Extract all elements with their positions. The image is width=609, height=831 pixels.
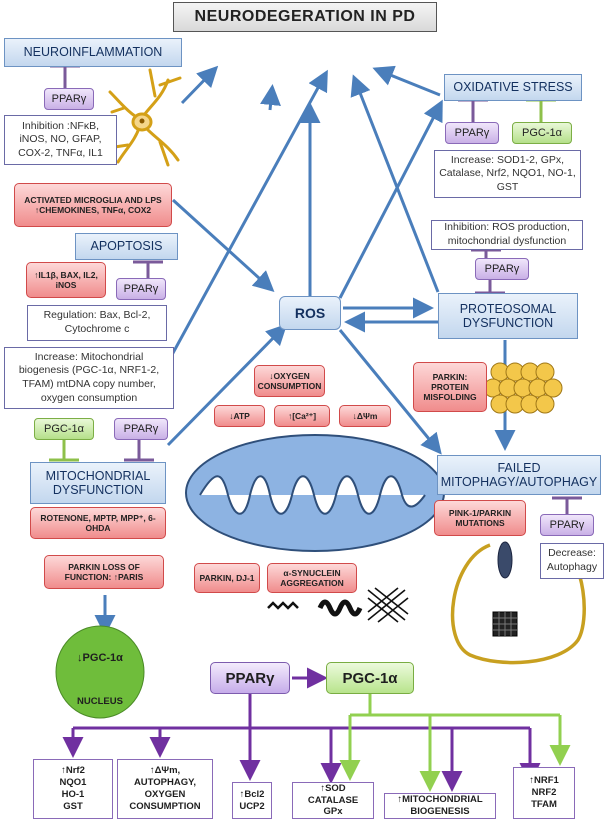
target-nrf2: ↑Nrf2 NQO1 HO-1 GST	[33, 759, 113, 819]
protein-aggregate-cluster	[483, 362, 563, 414]
mito-ppar: PPARγ	[114, 418, 168, 440]
pathway-ppar: PPARγ	[210, 662, 290, 694]
calcium-increase: ↑[Ca²⁺]	[274, 405, 330, 427]
synuclein-aggregation: α-SYNUCLEIN AGGREGATION	[267, 563, 357, 593]
synuclein-fibrils	[267, 587, 409, 623]
arrow-ros-to-ox	[338, 99, 443, 299]
pathway-green	[339, 694, 571, 792]
neuroinflammation-header: NEUROINFLAMMATION	[4, 38, 182, 67]
autophagosome-illustration	[450, 541, 586, 665]
mitochondrion-illustration	[185, 434, 445, 552]
failed-mitophagy-header: FAILED MITOPHAGY/AUTOPHAGY	[437, 455, 601, 495]
target-bcl2: ↑Bcl2 UCP2	[232, 782, 272, 819]
arrow-microglia-to-ros	[171, 198, 275, 293]
apoptosis-header: APOPTOSIS	[75, 233, 178, 260]
apoptosis-cytokines: ↑IL1β, BAX, IL2, iNOS	[26, 262, 106, 298]
arrow-mito-to-ros	[166, 323, 288, 447]
target-mito-biogenesis: ↑MITOCHONDRIAL BIOGENESIS	[384, 793, 496, 819]
pathway-pgc: PGC-1α	[326, 662, 414, 694]
oxidative-ppar: PPARγ	[445, 122, 499, 144]
oxidative-stress-header: OXIDATIVE STRESS	[444, 74, 582, 101]
pink1-parkin-mutations: PINK-1/PARKIN MUTATIONS	[434, 500, 526, 536]
arrow-center-to-title	[260, 84, 281, 111]
mitophagy-ppar: PPARγ	[540, 514, 594, 536]
nucleus-pgc: ↓PGC-1α	[77, 652, 123, 664]
apoptosis-ppar: PPARγ	[116, 278, 166, 300]
microglia-label: ACTIVATED MICROGLIA AND LPS ↑CHEMOKINES,…	[14, 183, 172, 227]
membrane-potential-decrease: ↓ΔΨm	[339, 405, 391, 427]
target-nrf1: ↑NRF1 NRF2 TFAM	[513, 767, 575, 819]
proteasomal-note: Inhibition: ROS production, mitochondria…	[431, 220, 583, 250]
mito-biogenesis-note: Increase: Mitochondrial biogenesis (PGC-…	[4, 347, 174, 409]
parkin-misfolding: PARKIN: PROTEIN MISFOLDING	[413, 362, 487, 412]
nucleus-shape	[55, 625, 145, 719]
mito-toxins: ROTENONE, MPTP, MPP⁺, 6-OHDA	[30, 507, 166, 539]
proteasomal-ppar: PPARγ	[475, 258, 529, 280]
ros-node: ROS	[279, 296, 341, 330]
page-title: NEURODEGERATION IN PD	[173, 2, 437, 32]
arrow-mito-to-title	[148, 69, 328, 396]
parkin-loss-function: PARKIN LOSS OF FUNCTION: ↑PARIS	[44, 555, 164, 589]
parkin-dj1: PARKIN, DJ-1	[194, 563, 260, 593]
arrow-proteo-to-title	[350, 74, 440, 293]
arrow-ox-to-title	[372, 65, 441, 97]
nucleus-label: NUCLEUS	[77, 696, 123, 707]
neuroinflammation-ppar: PPARγ	[44, 88, 94, 110]
oxygen-consumption: ↓OXYGEN CONSUMPTION	[254, 365, 325, 397]
atp-decrease: ↓ATP	[214, 405, 265, 427]
target-autophagy: ↑ΔΨm, AUTOPHAGY, OXYGEN CONSUMPTION	[117, 759, 213, 819]
oxidative-note: Increase: SOD1-2, GPx, Catalase, Nrf2, N…	[434, 150, 581, 198]
autophagy-decrease-note: Decrease: Autophagy	[540, 543, 604, 579]
mito-pgc: PGC-1α	[34, 418, 94, 440]
target-sod: ↑SOD CATALASE GPx	[292, 782, 374, 819]
arrow-neuro-to-title	[180, 65, 219, 105]
arrow-ros-to-mitophagy	[338, 329, 442, 455]
oxidative-pgc: PGC-1α	[512, 122, 572, 144]
apoptosis-note: Regulation: Bax, Bcl-2, Cytochrome c	[27, 305, 167, 341]
proteasomal-header: PROTEOSOMAL DYSFUNCTION	[438, 293, 578, 339]
neuroinflammation-note: Inhibition :NFκB, iNOS, NO, GFAP, COX-2,…	[4, 115, 117, 165]
microglia-illustration	[106, 68, 182, 167]
mito-dysfunction-header: MITOCHONDRIAL DYSFUNCTION	[30, 462, 166, 504]
